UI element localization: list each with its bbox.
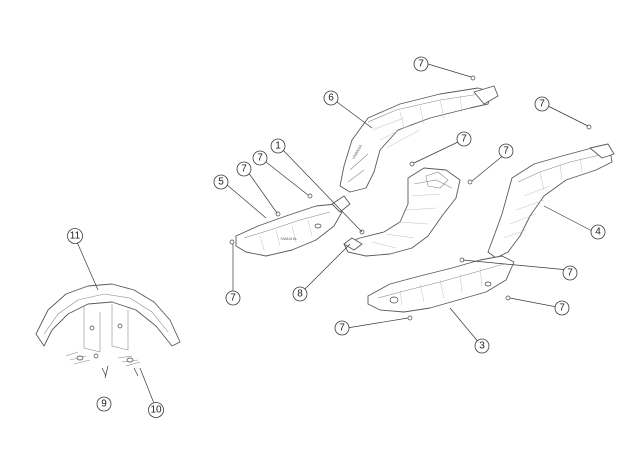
callout-11: 11 — [67, 228, 83, 244]
callout-10: 10 — [148, 402, 164, 418]
callout-5: 5 — [213, 174, 229, 190]
callout-7-bottom: 7 — [334, 320, 350, 336]
callout-7-left-low: 7 — [225, 290, 241, 306]
callout-7-right-mid: 7 — [562, 265, 578, 281]
callout-3: 3 — [474, 338, 490, 354]
callout-label: 7 — [559, 303, 565, 314]
callout-label: 7 — [230, 293, 236, 304]
callout-label: 7 — [241, 164, 247, 175]
callout-label: 3 — [479, 341, 485, 352]
callout-7-right-top: 7 — [534, 96, 550, 112]
callout-label: 7 — [503, 146, 509, 157]
callout-label: 1 — [275, 141, 281, 152]
part-6-upper-side-cover: YAMAHA — [339, 85, 499, 193]
fender-mount-hardware — [65, 351, 141, 377]
callout-label: 4 — [595, 227, 601, 238]
callout-label: 5 — [218, 177, 224, 188]
callout-label: 9 — [101, 399, 107, 410]
leader-lines — [76, 63, 595, 407]
callout-label: 6 — [328, 93, 334, 104]
callout-label: 7 — [539, 99, 545, 110]
screws-item-7 — [229, 75, 592, 321]
callout-7-top: 7 — [413, 56, 429, 72]
callout-6: 6 — [323, 90, 339, 106]
callout-label: 7 — [461, 134, 467, 145]
callout-label: 10 — [150, 405, 162, 416]
part-3-lower-right-cover — [367, 255, 515, 313]
callout-label: 7 — [339, 323, 345, 334]
callout-label: 7 — [257, 153, 263, 164]
part-5-left-lower-cover: YAMAHA — [235, 195, 351, 257]
part-8-center-panel — [343, 167, 461, 257]
svg-text:YAMAHA: YAMAHA — [280, 236, 297, 241]
callout-7-center: 7 — [456, 131, 472, 147]
callout-label: 8 — [297, 289, 303, 300]
callout-7-left-mid: 7 — [236, 161, 252, 177]
callout-1: 1 — [270, 138, 286, 154]
callout-label: 11 — [70, 231, 81, 242]
callout-7-right-low: 7 — [554, 300, 570, 316]
callout-7-left-upper: 7 — [252, 150, 268, 166]
callout-label: 7 — [567, 268, 573, 279]
callout-9: 9 — [96, 396, 112, 412]
part-11-front-fender — [35, 283, 181, 353]
callout-8: 8 — [292, 286, 308, 302]
callout-7-center-right: 7 — [498, 143, 514, 159]
callout-label: 7 — [418, 59, 424, 70]
part-4-right-side-cover — [487, 143, 615, 259]
callout-4: 4 — [590, 224, 606, 240]
